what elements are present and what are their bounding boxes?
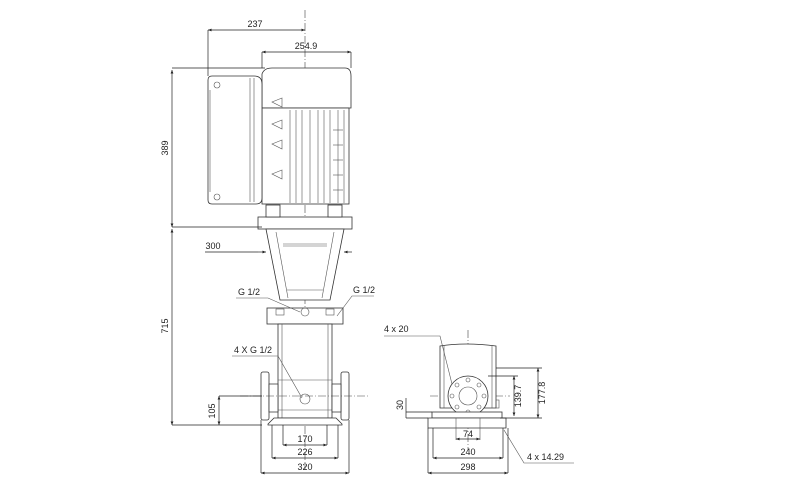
dim-base-mid: 226 <box>297 447 312 457</box>
dim-top-width-1: 237 <box>247 19 262 29</box>
dim-flange-outer: 177.8 <box>537 382 547 405</box>
dim-base-outer: 320 <box>297 462 312 472</box>
dim-flange-bolt-circle: 139.7 <box>513 385 523 408</box>
motor-fan-cover <box>261 67 352 109</box>
motor-body <box>261 107 350 205</box>
terminal-box <box>207 75 283 205</box>
dim-side-base-outer: 298 <box>460 462 475 472</box>
dim-base-inner: 170 <box>297 434 312 444</box>
dim-port-height: 105 <box>207 403 217 418</box>
callout-drain-ports: 4 X G 1/2 <box>234 345 272 355</box>
motor-stool <box>257 204 353 301</box>
dim-motor-clearance: 300 <box>205 241 220 251</box>
callout-base-holes: 4 x 14.29 <box>527 452 564 462</box>
dim-side-base-holes: 240 <box>460 447 475 457</box>
callout-flange-holes: 4 x 20 <box>384 324 409 334</box>
dim-side-base-height: 30 <box>395 400 405 410</box>
callout-vent-right: G 1/2 <box>353 285 375 295</box>
dim-total-height: 715 <box>160 318 170 333</box>
side-base <box>427 417 507 429</box>
base-plate <box>267 417 343 426</box>
side-view <box>384 330 574 475</box>
dim-top-width-2: 254.9 <box>295 41 318 51</box>
front-view <box>170 10 374 475</box>
dim-side-center: 74 <box>463 429 473 439</box>
dim-motor-height: 389 <box>160 140 170 155</box>
callout-vent-left: G 1/2 <box>238 287 260 297</box>
